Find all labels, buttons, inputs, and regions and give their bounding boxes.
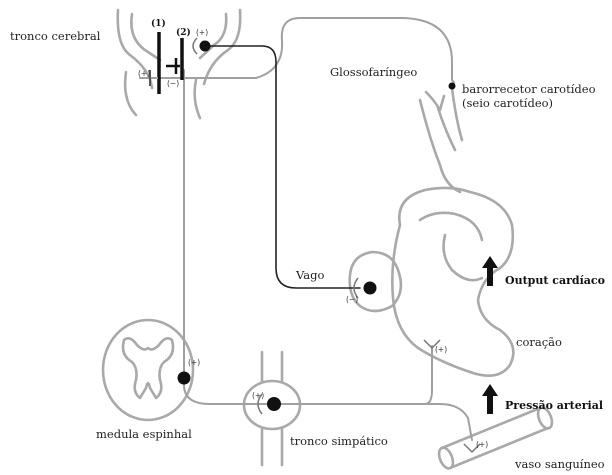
label-glossofaringeo: Glossofaríngeo [330,65,417,79]
label-output-cardiaco: Output cardíaco [505,274,605,287]
spinal-cord [103,320,193,420]
brainstem-synapse-dot [200,41,211,52]
neuron-1-number: (1) [151,18,166,29]
label-tronco-simpatico: tronco simpático [290,434,388,448]
sign-vagal-minus: (−) [346,295,358,304]
sign-vessel-plus: (+) [476,440,488,449]
heart-outline [350,88,514,376]
label-seio-carotideo: (seio carotídeo) [462,96,553,110]
label-vaso-sanguineo: vaso sanguíneo [514,457,605,471]
vagal-pathway [205,46,360,288]
vagal-heart-synapse-dot [364,282,377,295]
baroreceptor-ending-dot [449,83,456,90]
sign-brainstem-plus: (+) [196,28,208,37]
spinal-synapse-dot [178,372,191,385]
label-medula-espinhal: medula espinhal [96,427,192,441]
sign-spinal-plus: (+) [188,358,200,367]
label-barorreceptor: barorrecetor carotídeo [462,82,596,96]
label-vago: Vago [295,268,324,282]
sign-ganglion-plus: (+) [252,391,264,400]
brainstem-outline [118,10,241,118]
label-tronco-cerebral: tronco cerebral [10,29,101,43]
label-pressao-arterial: Pressão arterial [505,399,603,412]
neuron-2-number: (2) [176,27,191,38]
sign-brainstem-left-plus: (+) [138,69,150,78]
ganglion-synapse-dot [267,397,281,411]
label-coracao: coração [516,335,562,349]
sign-heart-plus: (+) [435,345,447,354]
sign-brainstem-minus: (−) [167,79,179,88]
arrow-pressure-up [482,384,498,414]
